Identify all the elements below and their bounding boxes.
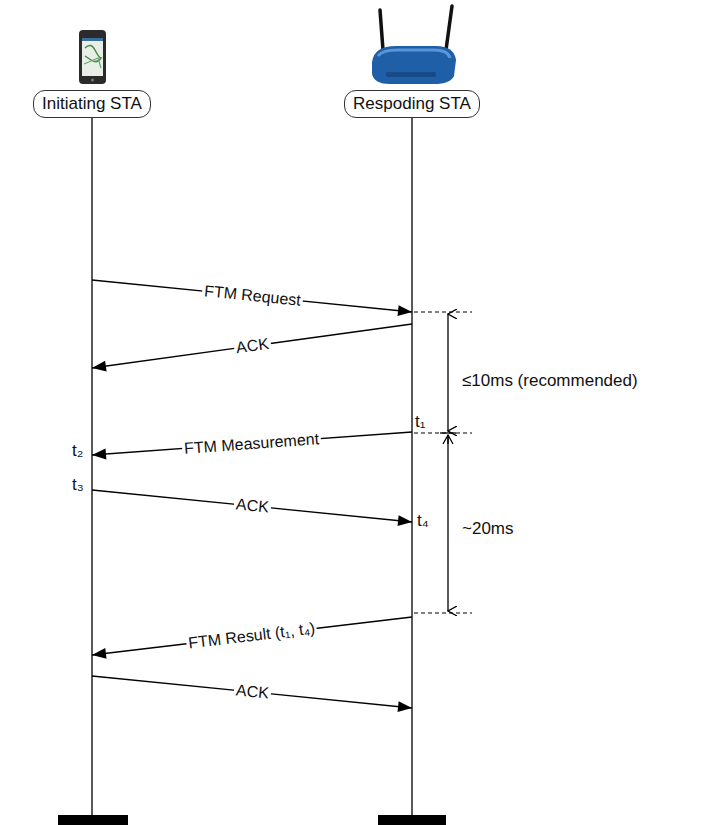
lifeline [411, 118, 412, 816]
message-arrow [92, 324, 412, 372]
timestamp-label: t₃ [72, 475, 84, 495]
timestamp-label: t₁ [415, 412, 425, 432]
message-arrow [92, 617, 412, 659]
lifeline-end [378, 815, 446, 825]
lifeline-head: Respoding STA [344, 90, 480, 118]
lifeline-head: Initiating STA [33, 90, 151, 118]
message-arrow [92, 490, 412, 526]
timestamp-label: t₂ [72, 441, 83, 461]
lifeline-end [58, 815, 128, 825]
participant-name: Respoding STA [353, 94, 471, 114]
timing-label: ~20ms [462, 519, 514, 539]
message-label: FTM Request [201, 282, 303, 310]
timestamp-label: t₄ [417, 511, 429, 531]
message-label: FTM Result (t₁, t₄) [186, 620, 319, 653]
participant-name: Initiating STA [42, 94, 142, 114]
message-label: ACK [233, 495, 271, 516]
message-label: ACK [233, 335, 272, 357]
router-icon [372, 6, 456, 84]
message-label: FTM Measurement [182, 430, 322, 458]
timing-label: ≤10ms (recommended) [462, 371, 638, 391]
timing-bracket [414, 312, 472, 613]
message-label: ACK [233, 681, 271, 702]
phone-icon [79, 30, 106, 84]
message-arrow [92, 280, 412, 316]
lifeline [91, 118, 92, 816]
message-arrow [92, 676, 412, 712]
